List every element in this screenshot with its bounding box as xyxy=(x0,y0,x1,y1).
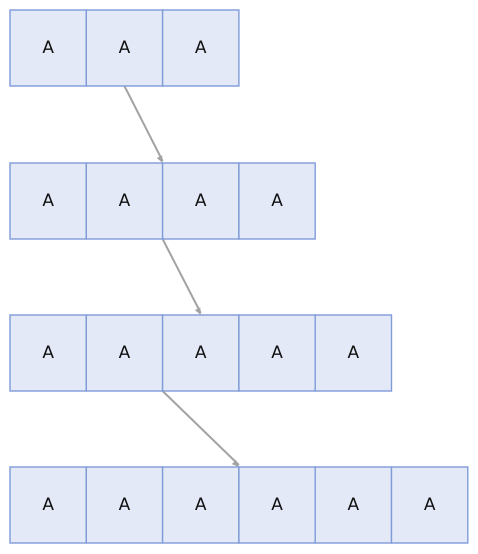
arrow-line xyxy=(161,390,240,466)
array-cell-label: A xyxy=(42,495,54,515)
array-cell: A xyxy=(85,9,164,87)
arrow-head-icon xyxy=(156,155,163,163)
array-cell-label: A xyxy=(271,495,283,515)
array-cell: A xyxy=(161,162,240,240)
arrow-head-icon xyxy=(194,307,201,315)
connector-arrow xyxy=(161,238,202,315)
array-cell: A xyxy=(85,314,164,392)
array-cell-label: A xyxy=(119,495,131,515)
array-cell: A xyxy=(390,466,469,544)
array-cell-label: A xyxy=(42,343,54,363)
array-cell-label: A xyxy=(42,38,54,58)
array-cell-label: A xyxy=(271,343,283,363)
array-cell-label: A xyxy=(119,38,131,58)
array-cell: A xyxy=(85,466,164,544)
array-cell: A xyxy=(9,9,88,87)
array-cell-box xyxy=(161,314,240,392)
array-cell-box xyxy=(161,162,240,240)
array-cell-label: A xyxy=(195,191,207,211)
connector-arrow xyxy=(161,390,240,467)
array-cell: A xyxy=(85,162,164,240)
array-cell-label: A xyxy=(424,495,436,515)
arrow-head-icon xyxy=(231,459,239,467)
array-cell-label: A xyxy=(348,495,360,515)
arrow-line xyxy=(123,85,164,162)
array-cell: A xyxy=(161,9,240,87)
array-cell-box xyxy=(314,314,393,392)
array-cell-box xyxy=(85,9,164,87)
array-cell: A xyxy=(238,314,316,392)
array-cell-box xyxy=(390,466,469,544)
array-cell-box xyxy=(238,162,316,240)
array-cell-label: A xyxy=(195,38,207,58)
array-cell: A xyxy=(9,314,88,392)
array-cell-box xyxy=(9,9,88,87)
array-cell: A xyxy=(238,466,316,544)
arrow-line xyxy=(161,238,202,314)
array-cell-label: A xyxy=(42,191,54,211)
array-cell-box xyxy=(161,9,240,87)
array-cell: A xyxy=(161,466,240,544)
array-cell: A xyxy=(9,466,88,544)
array-cell: A xyxy=(314,314,393,392)
connector-arrow xyxy=(123,85,164,163)
array-cell-label: A xyxy=(195,343,207,363)
array-cell-label: A xyxy=(195,495,207,515)
array-cell: A xyxy=(314,466,393,544)
array-cell-label: A xyxy=(348,343,360,363)
array-cell-box xyxy=(161,466,240,544)
array-cell-label: A xyxy=(119,191,131,211)
array-cell-label: A xyxy=(271,191,283,211)
array-cell: A xyxy=(238,162,316,240)
array-cell-box xyxy=(238,466,316,544)
arrows-layer xyxy=(123,85,240,467)
array-cell-box xyxy=(9,162,88,240)
array-cell-box xyxy=(9,466,88,544)
array-cell-label: A xyxy=(119,343,131,363)
array-cell-box xyxy=(314,466,393,544)
array-cell-box xyxy=(85,162,164,240)
rows-layer: A A A A A A A A A A A A A A A A A A xyxy=(9,9,469,544)
array-cell-box xyxy=(85,466,164,544)
array-cell: A xyxy=(9,162,88,240)
array-cell: A xyxy=(161,314,240,392)
